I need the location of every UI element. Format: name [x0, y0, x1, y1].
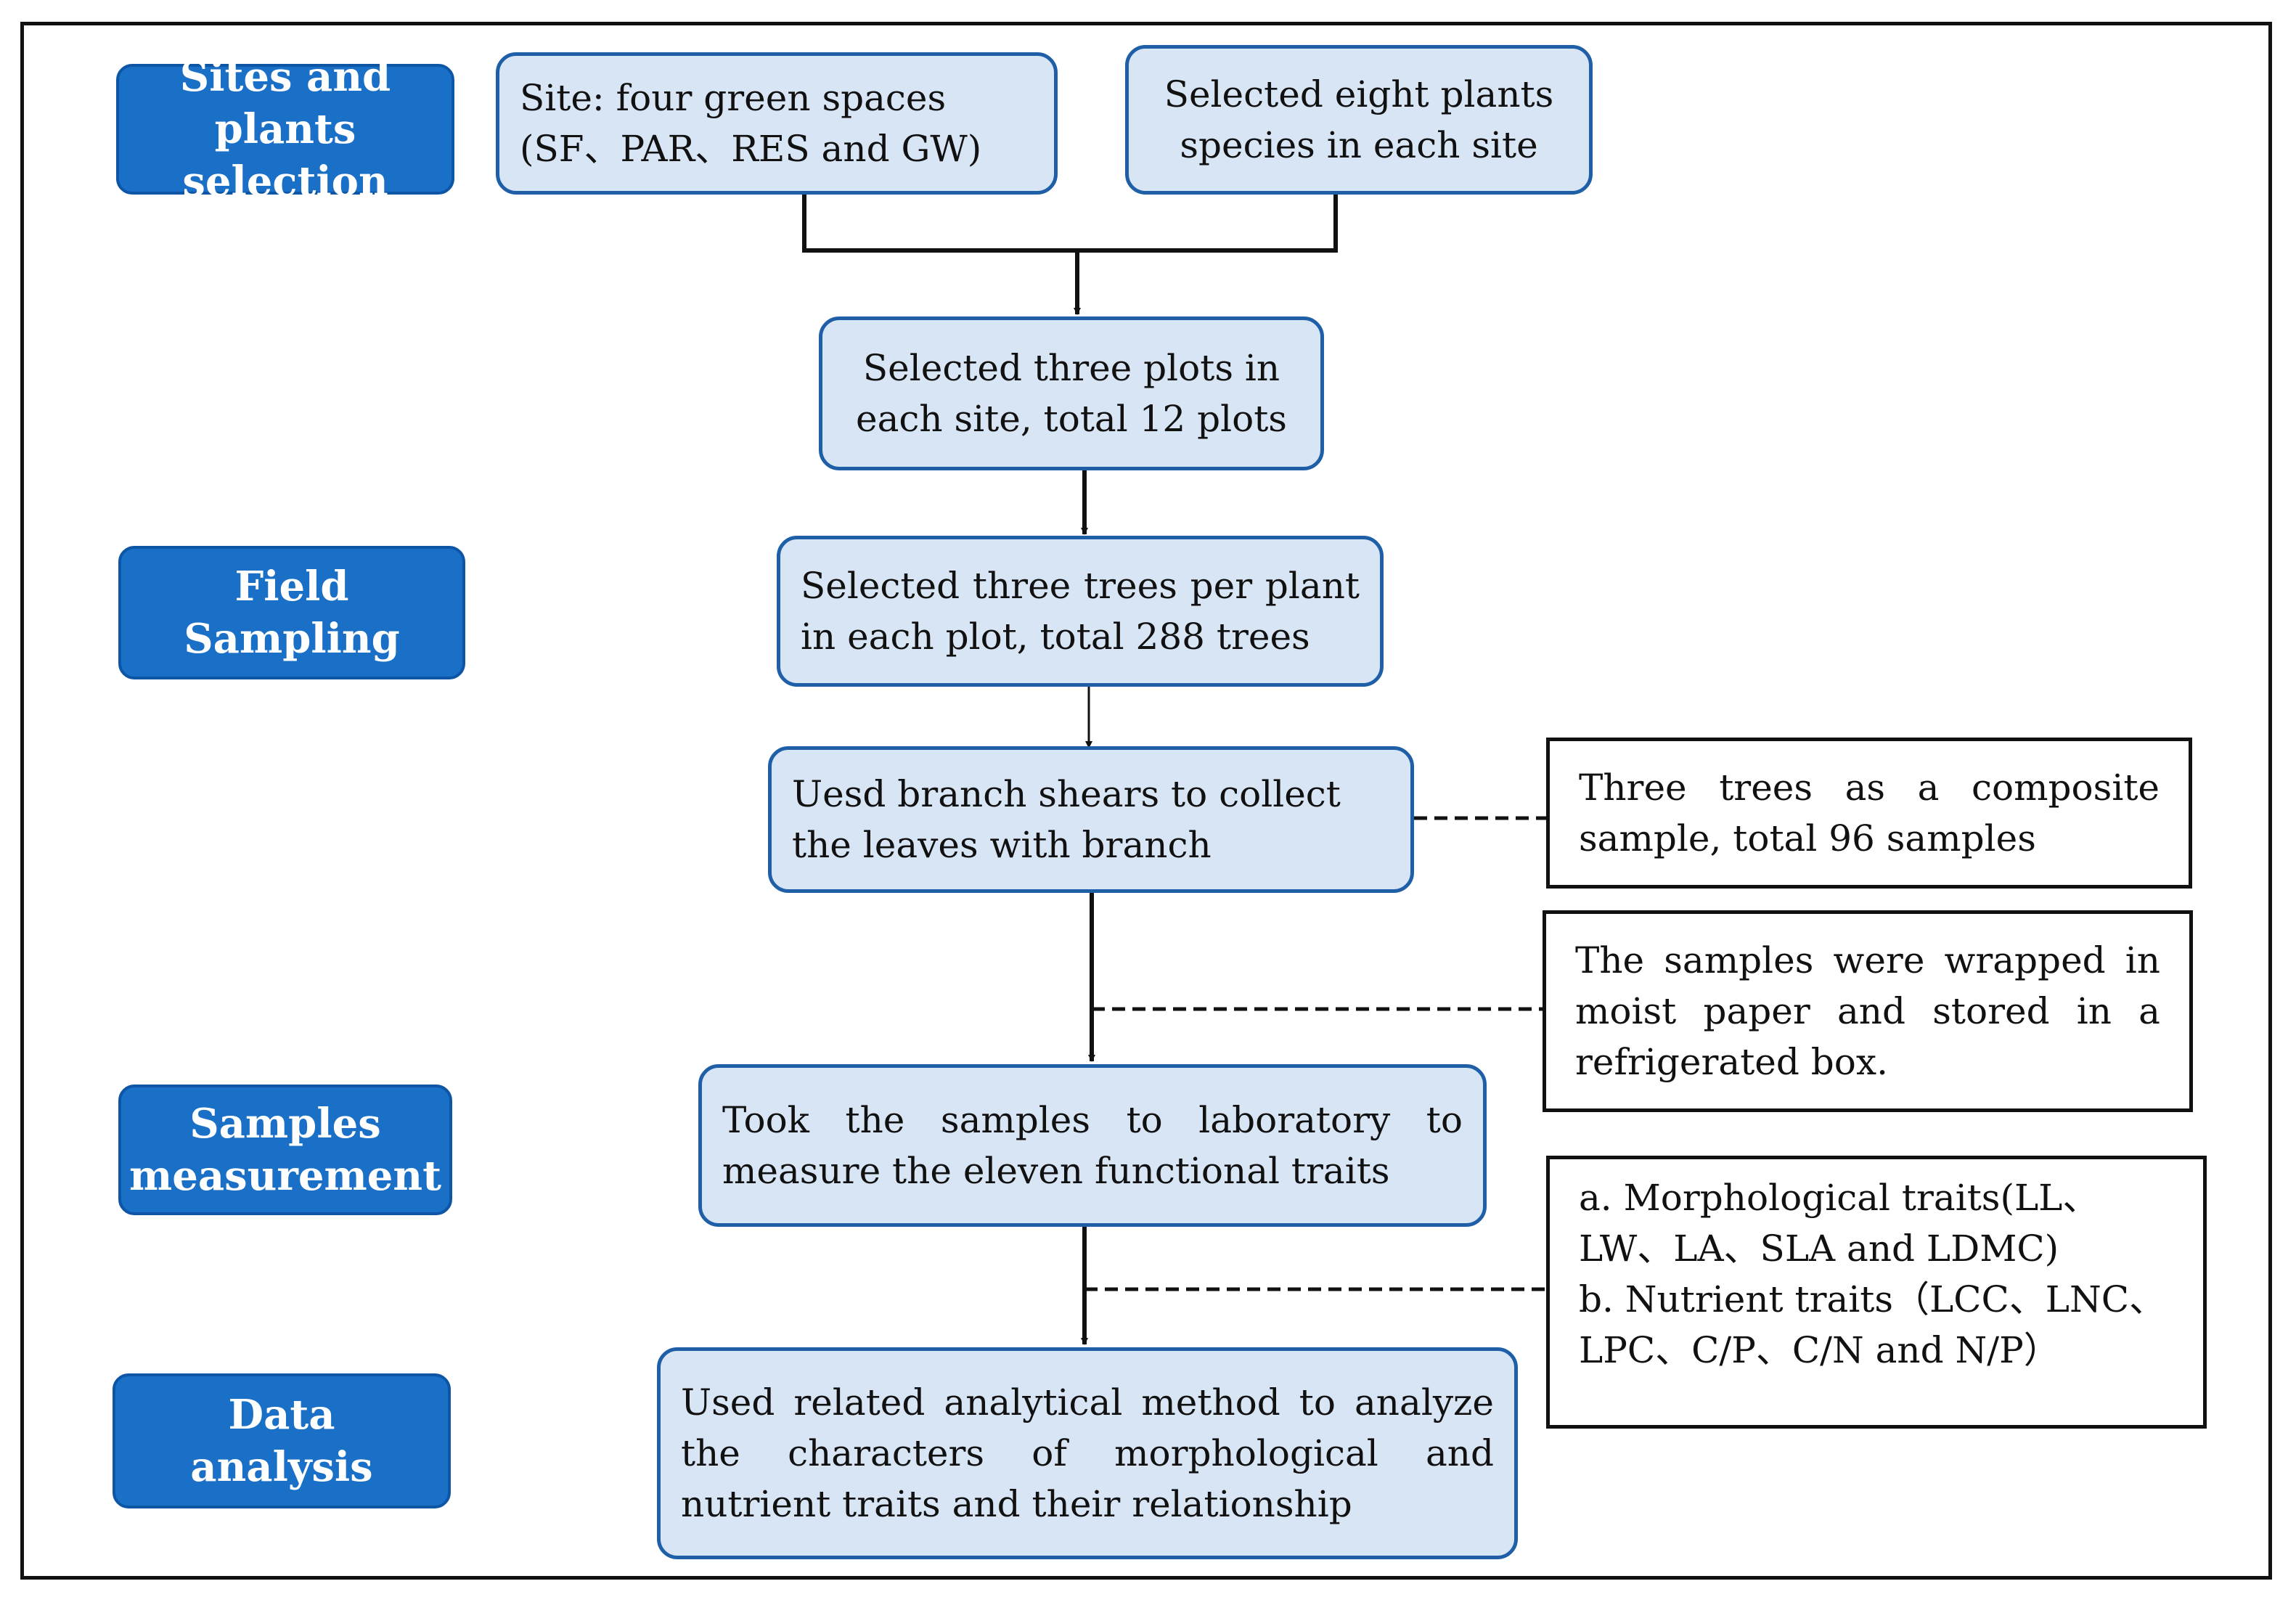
note-text: Three trees as a composite sample, total… [1579, 767, 2160, 859]
note-text-line: LW、LA、SLA and LDMC) [1579, 1228, 2059, 1270]
stage-label-line: Field [234, 563, 349, 610]
note-text-line: a. Morphological traits(LL、 [1579, 1177, 2099, 1219]
stage-label-line: Data [228, 1391, 335, 1439]
step-text: Site: four green spaces (SF、PAR、RES and … [520, 77, 982, 170]
stage-label-line: Samples [189, 1100, 381, 1148]
stage-label-line: Sampling [184, 615, 400, 663]
step-text: Selected three trees per plant in each p… [801, 565, 1360, 658]
stage-sites-selection: Sites and plants selection [116, 53, 454, 205]
note-text-line: b. Nutrient traits（LCC、LNC、 [1579, 1278, 2165, 1320]
stage-label-line: analysis [190, 1443, 373, 1491]
step-text: Selected eight plants species in each si… [1164, 73, 1554, 166]
step-species-selection: Selected eight plants species in each si… [1125, 45, 1593, 195]
step-text: Uesd branch shears to collect the leaves… [792, 773, 1341, 866]
note-text-line: LPC、C/P、C/N and N/P） [1579, 1329, 2060, 1371]
step-site-selection: Site: four green spaces (SF、PAR、RES and … [496, 52, 1058, 195]
step-leaf-collection: Uesd branch shears to collect the leaves… [768, 746, 1414, 893]
stage-label-line: measurement [128, 1152, 441, 1200]
note-sample-storage: The samples were wrapped in moist paper … [1543, 910, 2193, 1112]
step-data-analysis: Used related analytical method to analyz… [657, 1347, 1518, 1559]
stage-label-line: Sites and plants [179, 53, 391, 153]
stage-label-line: selection [182, 158, 388, 205]
note-composite-sample: Three trees as a composite sample, total… [1546, 738, 2192, 889]
step-tree-selection: Selected three trees per plant in each p… [777, 536, 1384, 687]
step-text: Took the samples to laboratory to measur… [722, 1099, 1463, 1192]
note-text: The samples were wrapped in moist paper … [1575, 939, 2160, 1083]
step-plot-selection: Selected three plots in each site, total… [819, 316, 1324, 470]
step-text: Selected three plots in each site, total… [856, 347, 1287, 440]
step-text: Used related analytical method to analyz… [681, 1381, 1494, 1525]
step-lab-measurement: Took the samples to laboratory to measur… [698, 1064, 1487, 1227]
note-trait-list: a. Morphological traits(LL、 LW、LA、SLA an… [1546, 1156, 2207, 1429]
